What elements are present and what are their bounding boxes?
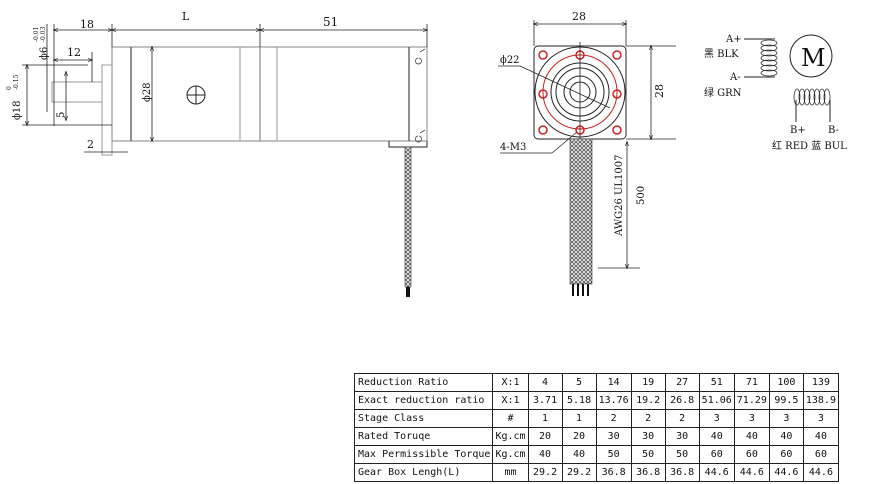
cable-spec: AWG26 UL1007 — [614, 154, 625, 237]
cable-length: 500 — [636, 186, 647, 205]
dim-flat-length: 12 — [67, 46, 81, 59]
output-shaft — [51, 81, 103, 103]
svg-text:B-: B- — [828, 125, 839, 136]
dim-holes: 4-M3 — [500, 142, 526, 153]
dim-boss-height: 2 — [87, 138, 94, 151]
screw-icon — [186, 85, 206, 105]
front-view: 28 28 ϕ22 4-M3 500 AWG26 UL1007 — [498, 10, 676, 296]
svg-text:黑 BLK: 黑 BLK — [704, 48, 739, 60]
svg-text:A+: A+ — [725, 34, 742, 45]
coil-b-icon — [793, 88, 831, 106]
motor-symbol-icon: M — [789, 34, 833, 78]
side-cable — [404, 146, 412, 288]
motor-body — [259, 46, 428, 142]
dim-gearbox-length: L — [182, 10, 190, 23]
dim-body-dia: ϕ28 — [142, 82, 153, 102]
svg-text:-0.15: -0.15 — [13, 74, 20, 90]
dim-boss-dia: ϕ18 — [12, 100, 23, 120]
technical-drawing: 18 L 51 12 ϕ18 0 -0.15 ϕ6 -0.01 -0.03 5 … — [6, 10, 847, 297]
svg-text:A-: A- — [729, 72, 741, 83]
svg-text:红 RED 蓝 BUL: 红 RED 蓝 BUL — [772, 139, 847, 152]
wiring-diagram: A+ 黑 BLK A- 绿 GRN M B+ B- 红 RED 蓝 BUL — [704, 34, 847, 152]
front-cable — [569, 138, 593, 285]
coil-a-icon — [760, 39, 778, 77]
svg-text:0: 0 — [6, 86, 13, 90]
svg-text:M: M — [801, 44, 826, 72]
dim-pcd: ϕ22 — [500, 55, 520, 66]
svg-text:绿 GRN: 绿 GRN — [704, 86, 742, 99]
dim-flat-depth: 5 — [56, 112, 67, 118]
side-view: 18 L 51 12 ϕ18 0 -0.15 ϕ6 -0.01 -0.03 5 … — [6, 10, 427, 297]
svg-text:-0.01: -0.01 — [33, 27, 40, 42]
dim-front-height: 28 — [653, 84, 666, 98]
dim-shaft-dia: ϕ6 — [39, 47, 50, 60]
boss — [101, 64, 113, 156]
dim-front-width: 28 — [572, 10, 586, 23]
dim-shaft-length: 18 — [80, 18, 94, 31]
svg-text:B+: B+ — [790, 125, 806, 136]
gearbox-body — [111, 46, 261, 142]
svg-text:-0.03: -0.03 — [40, 26, 47, 42]
dim-motor-length: 51 — [323, 15, 338, 29]
